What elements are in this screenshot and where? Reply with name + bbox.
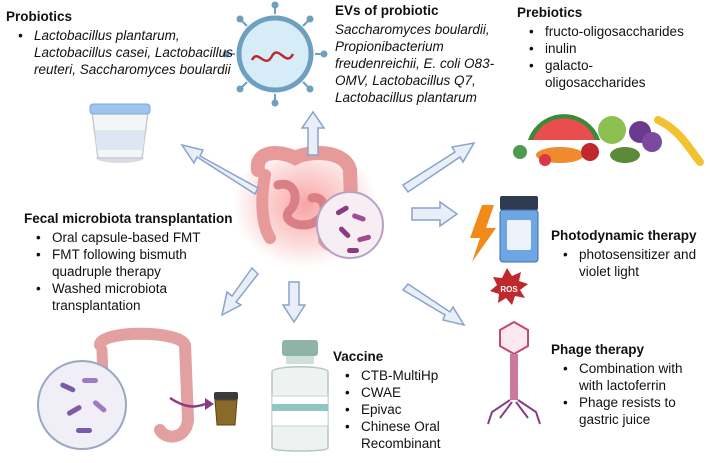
extracellular-vesicle-icon — [222, 1, 328, 107]
yogurt-cup-icon — [89, 103, 151, 163]
arrow-to-prebiotics — [401, 141, 476, 194]
list-item: Phage resists to gastric juice — [563, 394, 694, 428]
lightning-icon — [470, 205, 496, 262]
fmt-title: Fecal microbiota transplantation — [24, 211, 233, 226]
photodynamic-title: Photodynamic therapy — [551, 228, 697, 243]
list-item: Oral capsule-based FMT — [36, 229, 254, 246]
list-item: fructo-oligosaccharides — [529, 23, 712, 40]
list-item: CTB-MultiHp — [345, 367, 483, 384]
prebiotics-title: Prebiotics — [517, 5, 583, 20]
arrow-to-photodynamic — [411, 200, 459, 228]
probiotics-block: Probiotics Lactobacillus plantarum, Lact… — [6, 8, 236, 78]
list-item: Lactobacillus plantarum, Lactobacillus c… — [18, 27, 236, 78]
list-item: CWAE — [345, 384, 483, 401]
prebiotics-block: Prebiotics fructo-oligosaccharides inuli… — [517, 4, 712, 91]
list-item: Chinese Oral Recombinant — [345, 418, 456, 452]
transfer-arrow-icon — [169, 396, 214, 410]
stool-sample-cup-icon — [214, 392, 238, 426]
phage-block: Phage therapy Combination with with lact… — [551, 341, 711, 428]
probiotics-title: Probiotics — [6, 9, 73, 24]
phage-list: Combination with with lactoferrin Phage … — [551, 360, 711, 428]
arrow-to-evs — [300, 110, 326, 156]
bacteria-magnifier-icon — [316, 191, 384, 259]
fruits-vegetables-icon — [513, 114, 704, 166]
list-item: Combination with with lactoferrin — [563, 360, 694, 394]
ros-label: ROS — [500, 285, 518, 294]
vaccine-title: Vaccine — [333, 349, 384, 364]
list-item: Washed microbiota transplantation — [36, 280, 222, 314]
evs-block: EVs of probiotic Saccharomyces boulardii… — [335, 2, 495, 106]
vaccine-list: CTB-MultiHp CWAE Epivac Chinese Oral Rec… — [333, 367, 483, 452]
photodynamic-block: Photodynamic therapy photosensitizer and… — [551, 227, 711, 280]
list-item: Epivac — [345, 401, 483, 418]
arrow-to-probiotics — [180, 143, 259, 196]
fmt-list: Oral capsule-based FMT FMT following bis… — [24, 229, 254, 314]
arrow-to-phage — [401, 283, 466, 327]
photodynamic-list: photosensitizer and violet light — [551, 246, 711, 280]
prebiotics-list: fructo-oligosaccharides inulin galacto-o… — [517, 23, 712, 91]
photosensitizer-bottle-icon — [499, 196, 539, 263]
evs-title: EVs of probiotic — [335, 3, 439, 18]
vaccine-block: Vaccine CTB-MultiHp CWAE Epivac Chinese … — [333, 348, 483, 452]
phage-title: Phage therapy — [551, 342, 645, 357]
arrow-to-fmt — [220, 266, 260, 317]
evs-text: Saccharomyces boulardii, Propionibacteri… — [335, 22, 495, 105]
list-item: inulin — [529, 40, 712, 57]
list-item: FMT following bismuth quadruple therapy — [36, 246, 232, 280]
microbiota-magnifier-icon — [37, 360, 127, 450]
list-item: galacto-oligosaccharides — [529, 57, 665, 91]
vaccine-vial-icon — [271, 340, 329, 452]
fmt-block: Fecal microbiota transplantation Oral ca… — [24, 210, 254, 314]
ros-burst-icon: ROS — [490, 268, 528, 305]
arrow-to-vaccine — [281, 281, 307, 324]
list-item: photosensitizer and violet light — [563, 246, 711, 280]
bacteriophage-icon — [487, 320, 541, 425]
probiotics-list: Lactobacillus plantarum, Lactobacillus c… — [6, 27, 236, 78]
